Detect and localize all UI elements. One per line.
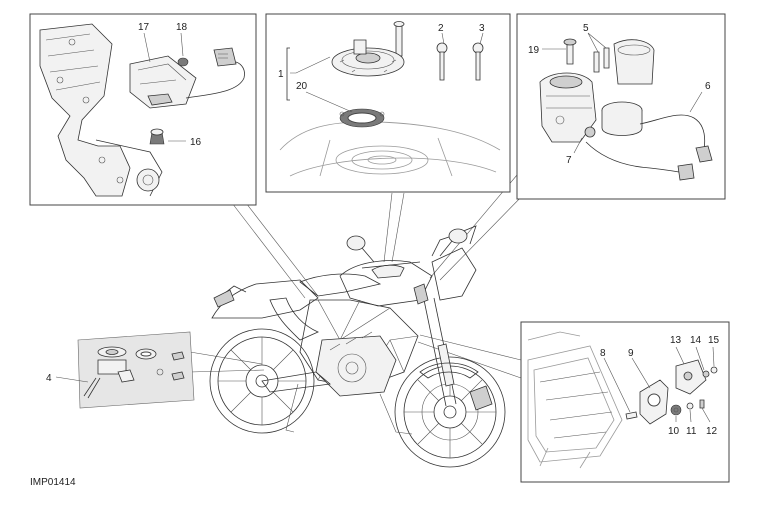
callout-leaders: [55, 32, 715, 423]
callout-numbers: 1 2 3 4 5 6 7 8 9 10 11 12 13 14 15 16 1…: [46, 22, 720, 437]
detail-frame-kit: [77, 331, 195, 409]
drawing-code: IMP01414: [30, 477, 76, 488]
callout-19: 19: [528, 45, 540, 56]
callout-11: 11: [686, 426, 697, 437]
motorcycle-outline: [209, 225, 506, 468]
callout-15: 15: [708, 335, 720, 346]
detail-frame-fuel-cap: [265, 13, 511, 193]
callout-8: 8: [600, 348, 606, 359]
callout-13: 13: [670, 335, 682, 346]
callout-6: 6: [705, 81, 711, 92]
detail-frame-ignition: [516, 13, 726, 200]
callout-2: 2: [438, 23, 444, 34]
callout-17: 17: [138, 22, 150, 33]
detail-frame-ecu: [29, 13, 257, 206]
callout-4: 4: [46, 373, 52, 384]
callout-3: 3: [479, 23, 485, 34]
callout-1: 1: [278, 69, 284, 80]
callout-10: 10: [668, 426, 680, 437]
callout-12: 12: [706, 426, 718, 437]
callout-20: 20: [296, 81, 308, 92]
callout-5: 5: [583, 23, 589, 34]
callout-16: 16: [190, 137, 202, 148]
callout-9: 9: [628, 348, 634, 359]
callout-14: 14: [690, 335, 702, 346]
callout-18: 18: [176, 22, 188, 33]
callout-7: 7: [566, 155, 572, 166]
